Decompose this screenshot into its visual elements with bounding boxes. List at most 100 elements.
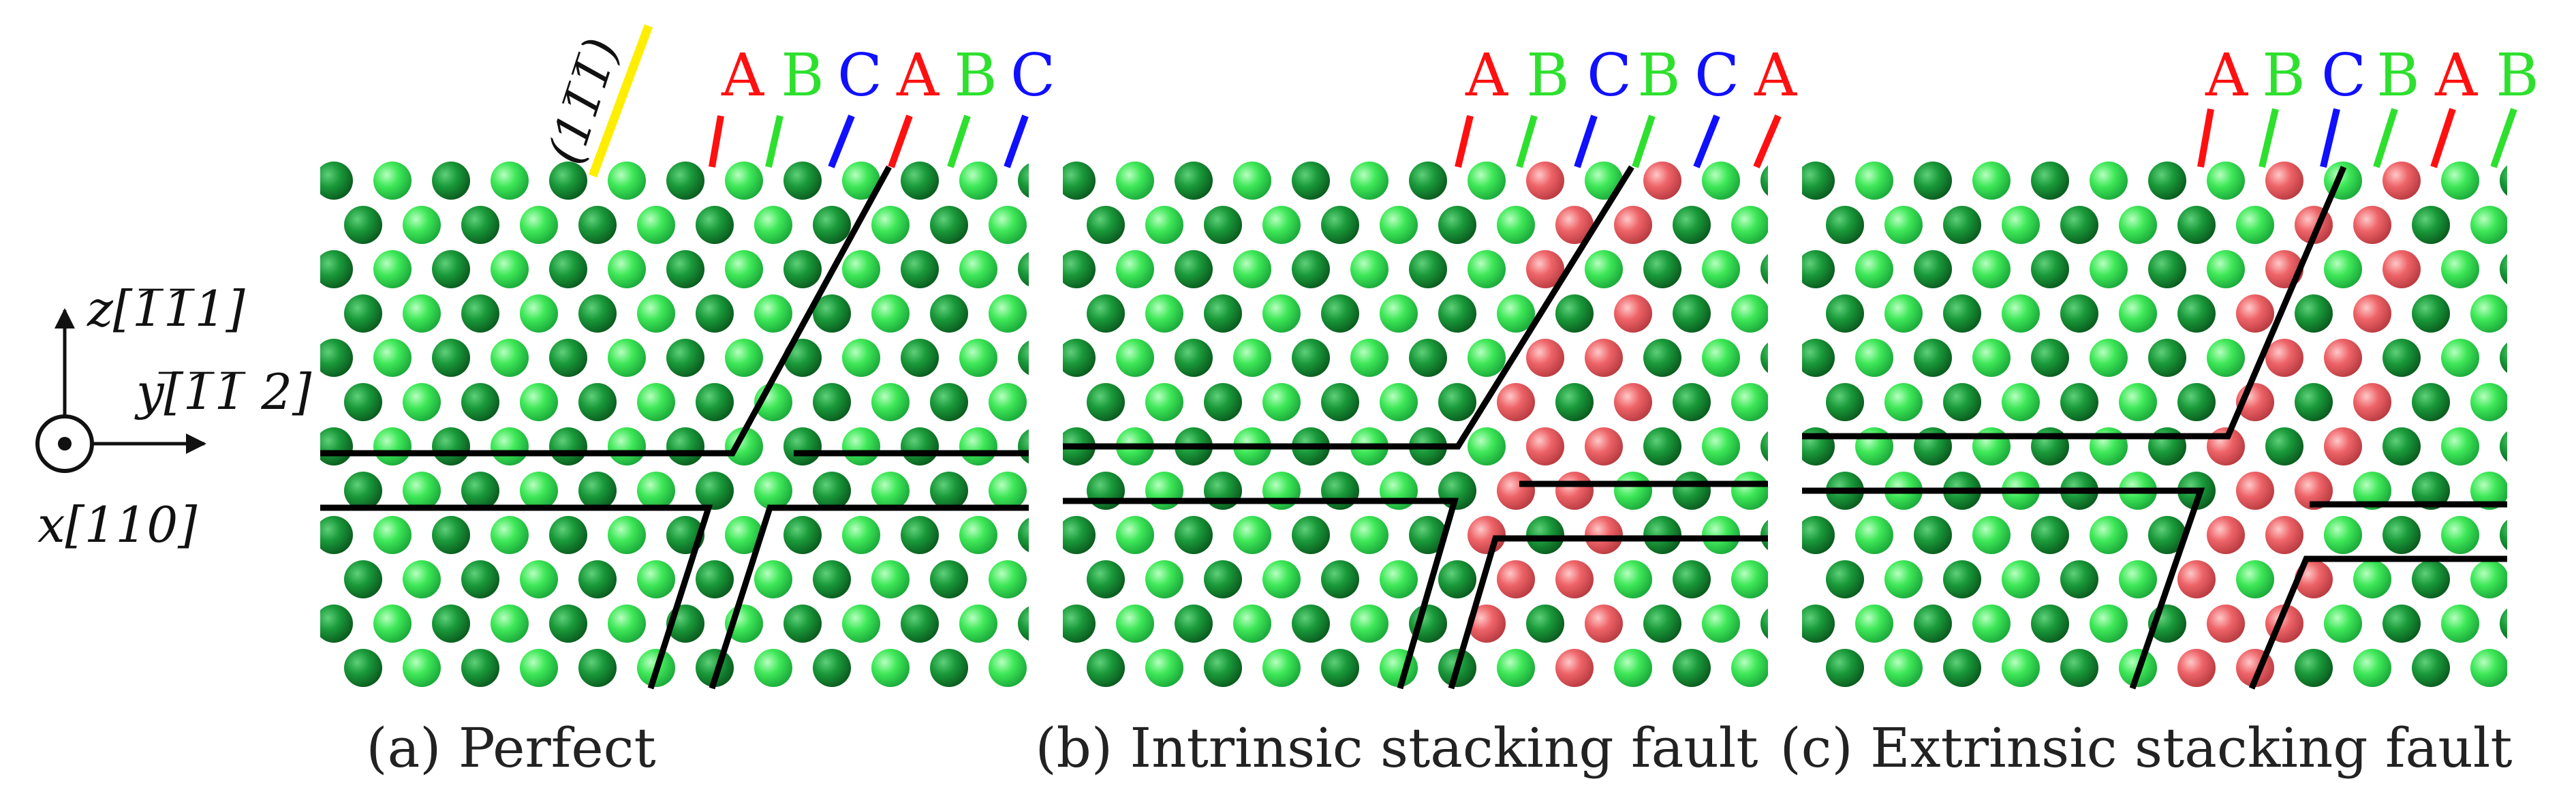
atom [1943,294,1981,333]
atom [520,472,558,510]
atom [871,649,910,687]
atom [1063,162,1096,200]
atom [2412,383,2450,421]
atom [403,206,441,244]
atom [1321,472,1359,510]
atom [637,294,675,333]
atom [1914,605,1952,643]
atom [1914,516,1952,554]
atom [1585,162,1623,200]
atom [1972,427,2011,465]
fault-atom [2207,427,2245,465]
atom [1350,516,1388,554]
atom [2500,165,2507,196]
atom [637,472,675,510]
atom [403,560,441,598]
atom [1731,649,1768,687]
atom [2295,294,2333,333]
atom [1555,383,1594,421]
grain-boundary-lines [1802,166,2507,690]
atom [842,427,880,465]
atom [1145,206,1183,244]
atom [1855,162,1893,200]
atom [373,427,412,465]
atom [432,427,470,465]
atom [1468,427,1506,465]
atom [2236,560,2274,598]
atom [2500,254,2507,285]
atom [871,472,910,510]
atom [2090,250,2128,288]
atom [1943,383,1981,421]
atom [2500,519,2507,551]
atom [1175,250,1213,288]
atom [1018,163,1029,198]
fault-atom [2177,560,2216,598]
coordinate-system: z[1̅1̅1] y[̅1̅1̅ 2] x[110] [35,280,312,553]
stacking-layer-label: A [2205,42,2248,110]
fault-atom [2265,339,2303,377]
atom [608,162,646,200]
atom [1175,605,1213,643]
atom [1204,206,1242,244]
atom [461,649,499,687]
atom [1497,206,1535,244]
atom [1972,516,2011,554]
fault-atom [2383,162,2421,200]
panel-caption: (b) Intrinsic stacking fault [1035,716,1758,780]
atom [1438,206,1476,244]
x-axis-label: x[110] [37,496,198,553]
atom [1468,339,1506,377]
atom [1972,339,2011,377]
atom [2031,516,2069,554]
atom [842,605,880,643]
atom [959,339,997,377]
plane-marker-line [588,24,653,178]
atom [2412,206,2450,244]
atom [2295,649,2333,687]
atom [1262,472,1301,510]
atom [1673,206,1711,244]
x-axis-dot-icon [58,437,72,451]
atom [783,162,822,200]
atom [2090,339,2128,377]
plane-label: (11̅1̅) [537,31,630,170]
atom [959,162,997,200]
atom [989,472,1027,510]
atom [1380,206,1418,244]
atom [2002,383,2040,421]
atom [320,427,353,465]
atom [1145,472,1183,510]
atom [2500,608,2507,639]
atom [1233,339,1271,377]
atom [1087,206,1125,244]
atom [725,250,763,288]
atom [1409,516,1447,554]
stacking-layer-label: A [896,42,940,110]
atom [2500,431,2507,462]
atom [608,427,646,465]
atom [1087,560,1125,598]
atom [725,339,763,377]
atom [930,649,968,687]
atom [320,339,353,377]
fault-atom [1643,162,1681,200]
atom [813,649,851,687]
atom [549,427,587,465]
fault-atom [2177,649,2216,687]
atom [842,162,880,200]
stacking-layer-label: B [1526,42,1569,110]
atom [2060,294,2098,333]
stacking-marker-line [2430,108,2456,168]
atom [901,250,939,288]
atom [578,206,617,244]
fault-atom [1468,605,1506,643]
atom [1204,472,1242,510]
atom [491,605,529,643]
atom [1943,560,1981,598]
atom [2090,427,2128,465]
atom [2324,516,2362,554]
atom [432,339,470,377]
